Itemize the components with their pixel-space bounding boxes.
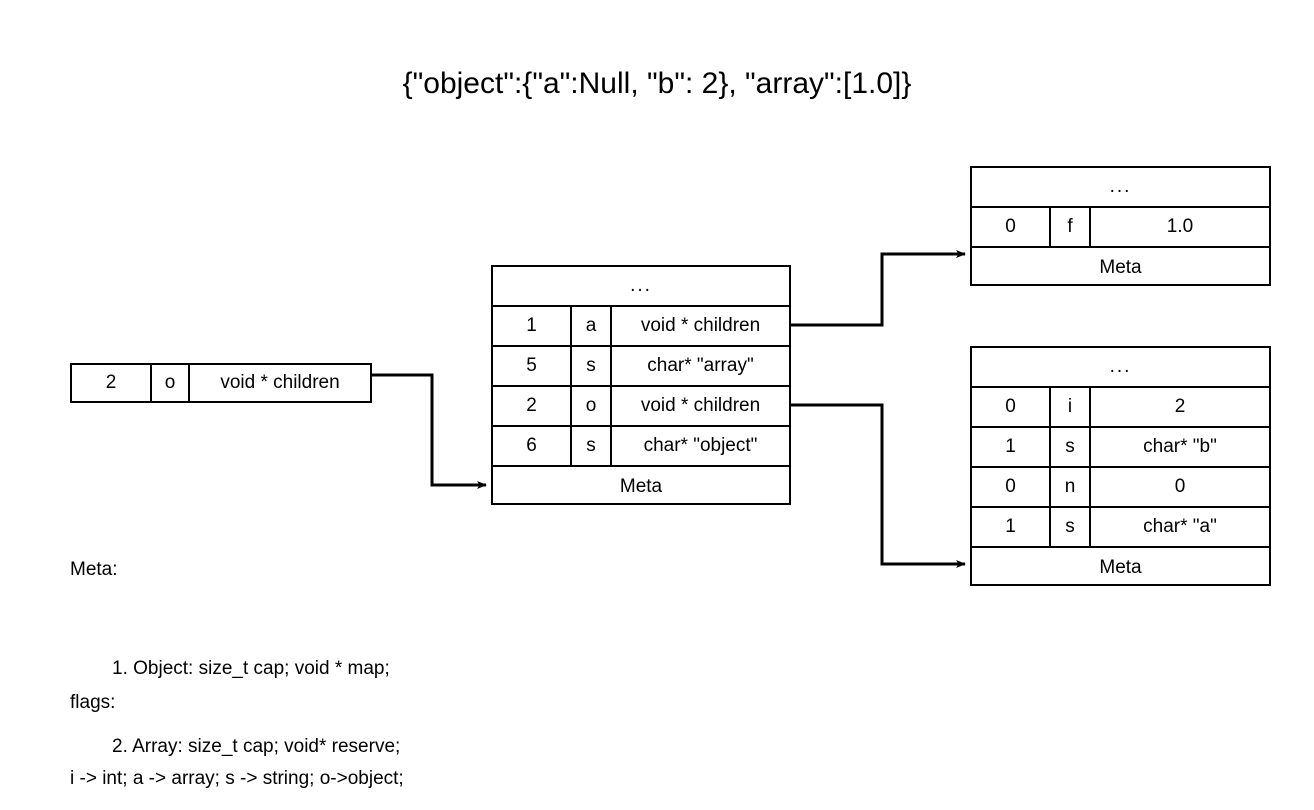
row-index-cell: 2 — [493, 387, 572, 425]
row-value-cell: 2 — [1174, 396, 1186, 417]
row-flag-cell: s — [1051, 508, 1091, 546]
ellipsis-cell: ... — [1109, 356, 1132, 377]
row-index-cell: 1 — [493, 307, 572, 345]
table-row: 1 s char* "b" — [972, 428, 1269, 468]
row-value-cell: char* "a" — [1143, 516, 1217, 537]
table-row: 0 f 1.0 — [972, 208, 1269, 248]
meta-legend-list: 1. Object: size_t cap; void * map; 2. Ar… — [112, 604, 400, 810]
table-row: 0 i 2 — [972, 388, 1269, 428]
row-flag-cell: o — [152, 365, 190, 401]
row-flag-cell: i — [1051, 388, 1091, 426]
row-index-cell: 1 — [972, 428, 1051, 466]
table-header-row: ... — [493, 267, 789, 307]
row-index-cell: 5 — [493, 347, 572, 385]
table-header-row: ... — [972, 348, 1269, 388]
meta-cell: Meta — [619, 476, 663, 497]
table-row: 6 s char* "object" — [493, 427, 789, 467]
array-children-node: ... 0 f 1.0 Meta — [970, 166, 1271, 286]
table-footer-row: Meta — [493, 467, 789, 507]
row-index-cell: 1 — [972, 508, 1051, 546]
table-footer-row: Meta — [972, 548, 1269, 588]
meta-legend-item: 1. Object: size_t cap; void * map; — [112, 658, 390, 679]
meta-legend-item: 2. Array: size_t cap; void* reserve; — [112, 736, 401, 757]
row-value-cell: void * children — [640, 395, 761, 416]
ellipsis-cell: ... — [630, 275, 652, 296]
table-row: 0 n 0 — [972, 468, 1269, 508]
flags-legend-heading: flags: — [70, 692, 116, 713]
row-index-cell: 0 — [972, 468, 1051, 506]
row-flag-cell: f — [1051, 208, 1091, 246]
table-header-row: ... — [972, 168, 1269, 208]
row-index-cell: 2 — [72, 365, 152, 401]
row-value-cell: 1.0 — [1166, 216, 1194, 237]
top-level-object-children-node: ... 1 a void * children 5 s char* "array… — [491, 265, 791, 505]
table-row: 1 s char* "a" — [972, 508, 1269, 548]
root-value-node: 2 o void * children — [70, 363, 372, 403]
wire-object-entry-to-object-node — [791, 403, 966, 568]
table-footer-row: Meta — [972, 248, 1269, 288]
row-value-cell: char* "array" — [647, 355, 754, 376]
row-flag-cell: s — [1051, 428, 1091, 466]
row-flag-cell: s — [572, 427, 612, 465]
meta-cell: Meta — [1099, 257, 1142, 278]
page-title: {"object":{"a":Null, "b": 2}, "array":[1… — [402, 67, 912, 100]
flags-legend-line: i -> int; a -> array; s -> string; o->ob… — [70, 768, 404, 789]
flags-legend-list: i -> int; a -> array; s -> string; o->ob… — [70, 714, 404, 810]
meta-legend-heading: Meta: — [70, 559, 118, 580]
row-index-cell: 0 — [972, 208, 1051, 246]
table-row: 2 o void * children — [493, 387, 789, 427]
row-value-cell: char* "b" — [1143, 436, 1217, 457]
row-flag-cell: s — [572, 347, 612, 385]
row-index-cell: 6 — [493, 427, 572, 465]
row-value-cell: char* "object" — [643, 435, 758, 456]
wire-root-to-object-children — [372, 373, 487, 489]
ellipsis-cell: ... — [1109, 176, 1132, 197]
row-value-cell: 0 — [1174, 476, 1186, 497]
wire-array-entry-to-array-node — [791, 250, 966, 327]
nested-object-children-node: ... 0 i 2 1 s char* "b" 0 n 0 1 s char* … — [970, 346, 1271, 586]
table-row: 2 o void * children — [72, 365, 370, 401]
row-flag-cell: a — [572, 307, 612, 345]
row-flag-cell: o — [572, 387, 612, 425]
row-index-cell: 0 — [972, 388, 1051, 426]
meta-cell: Meta — [1099, 557, 1142, 578]
row-value-cell: void * children — [220, 372, 340, 393]
row-value-cell: void * children — [640, 315, 761, 336]
table-row: 5 s char* "array" — [493, 347, 789, 387]
table-row: 1 a void * children — [493, 307, 789, 347]
row-flag-cell: n — [1051, 468, 1091, 506]
